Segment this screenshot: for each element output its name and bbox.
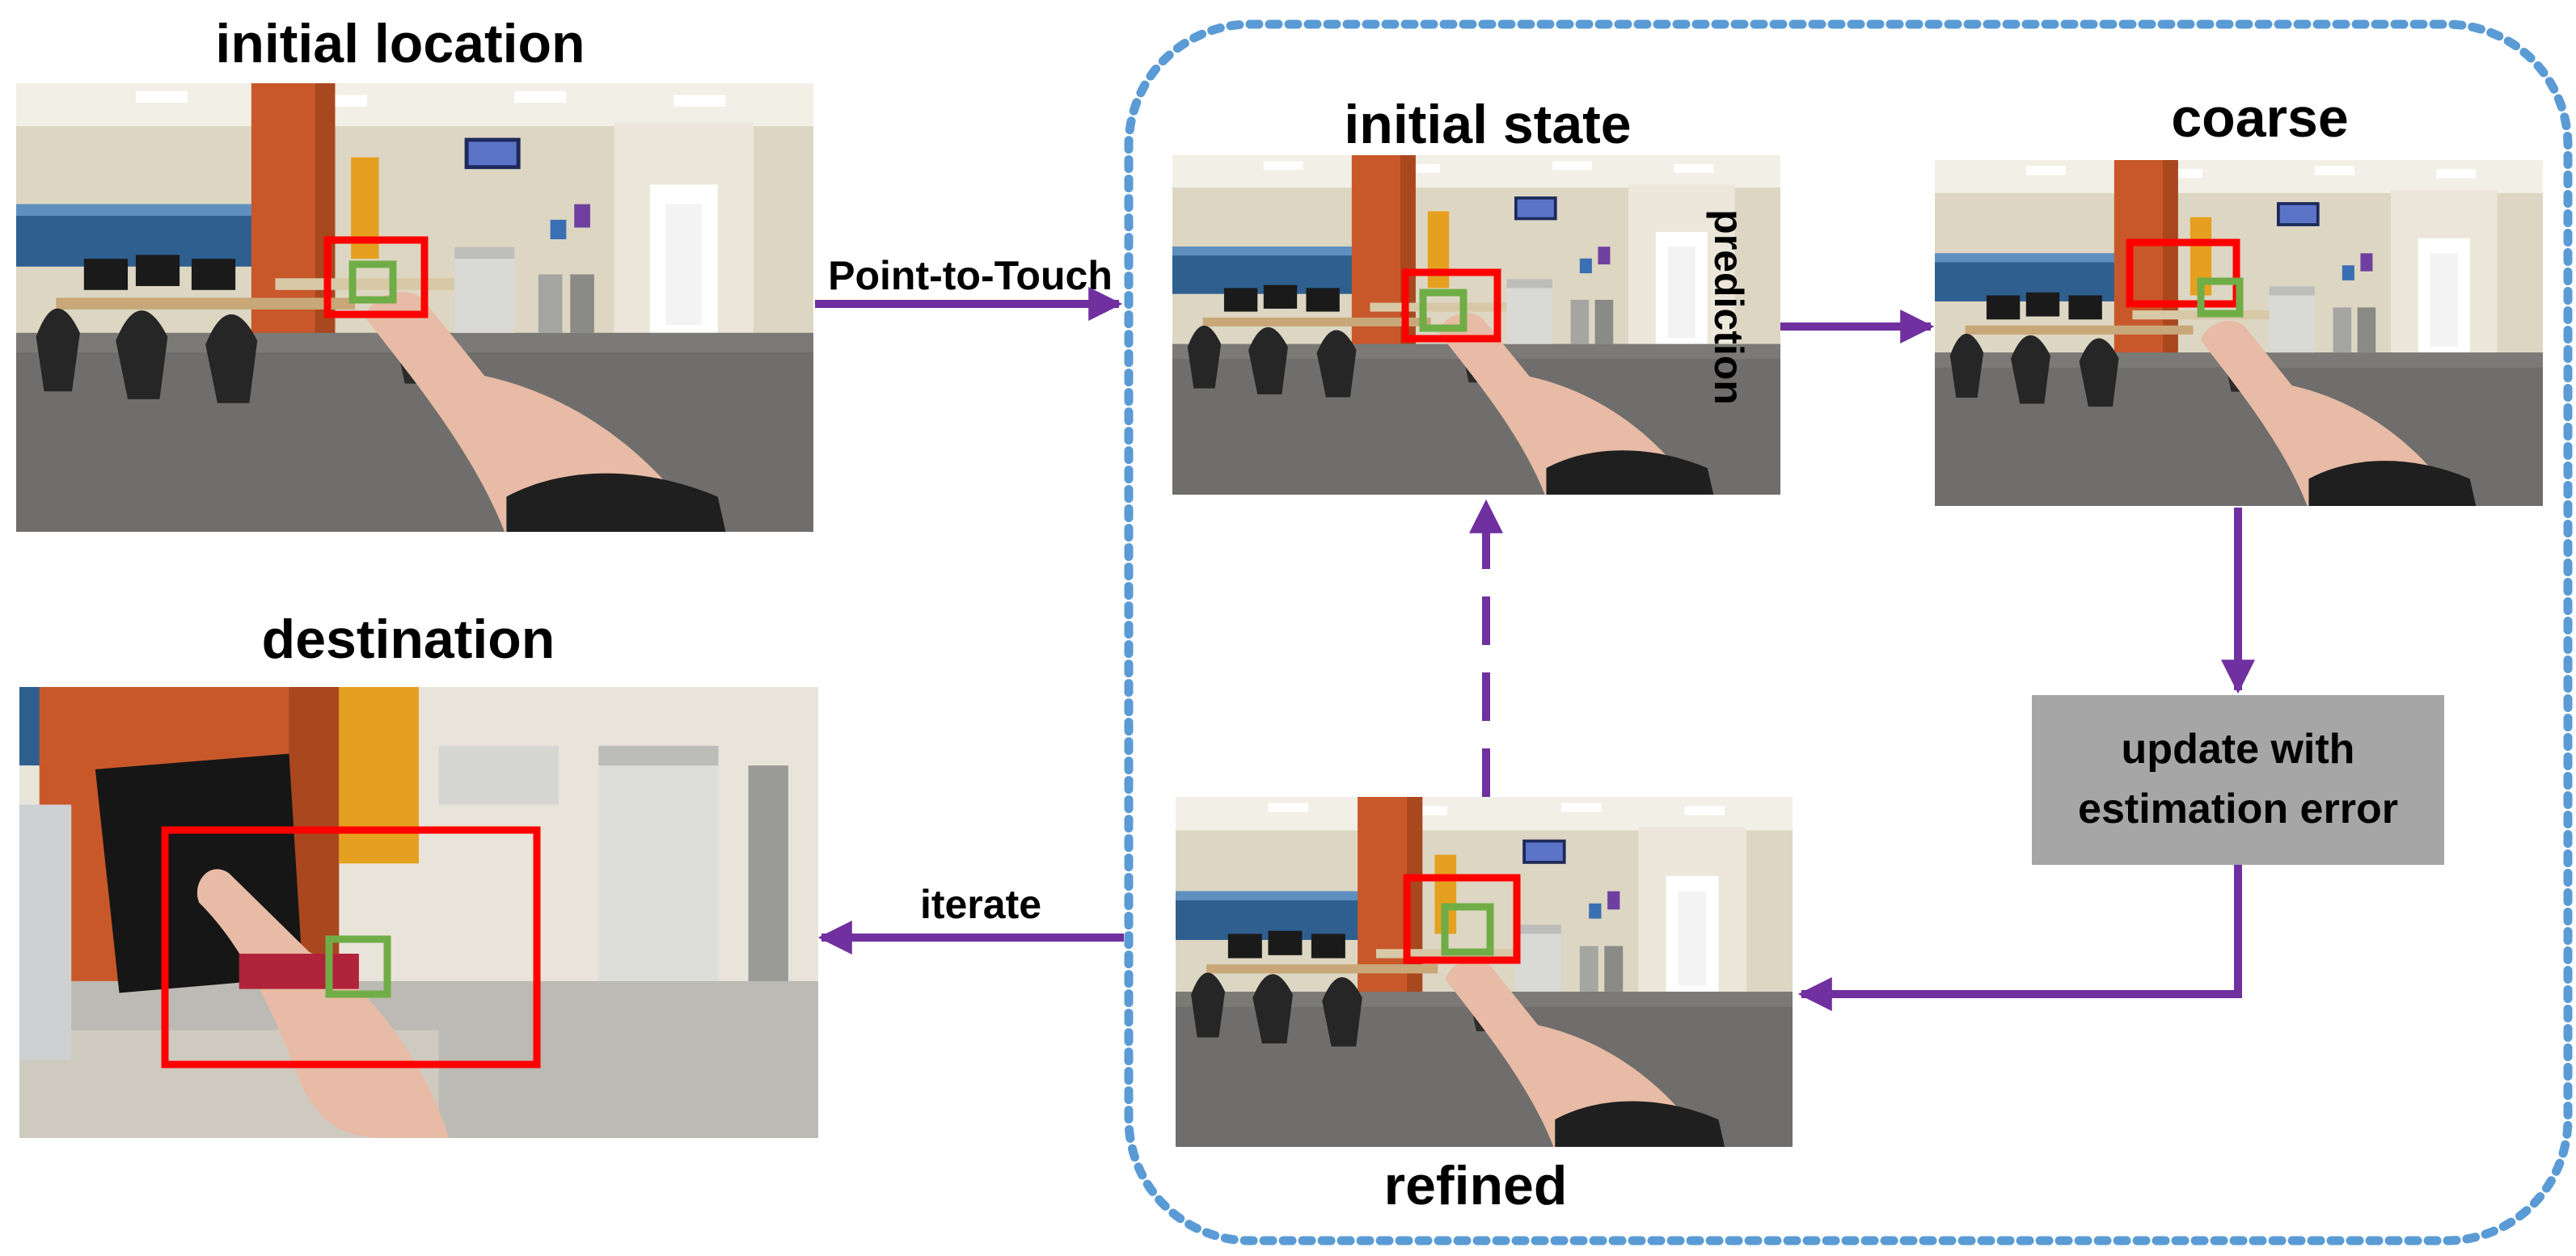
arrow-update-to-refined xyxy=(1797,865,2242,1011)
refined-photo xyxy=(1176,797,1793,1147)
arrow-label-point-to-touch: Point-to-Touch xyxy=(828,253,1113,298)
initial-state-photo xyxy=(1172,155,1780,495)
target-box-destination xyxy=(161,826,541,1068)
panel-title-initial-state: initial state xyxy=(1344,94,1632,155)
panel-title-coarse: coarse xyxy=(2171,87,2349,149)
target-box-initial-state xyxy=(1401,268,1501,343)
target-box-refined xyxy=(1403,874,1521,964)
finger-box-coarse xyxy=(2197,277,2244,318)
finger-box-refined xyxy=(1441,903,1494,956)
iteration-loop-border xyxy=(1124,19,2573,1245)
finger-box-initial-location xyxy=(348,260,397,304)
coarse-photo xyxy=(1935,160,2543,506)
target-box-initial-location xyxy=(323,236,429,318)
initial-location-photo xyxy=(16,83,813,532)
finger-box-destination xyxy=(325,935,391,998)
finger-box-initial-state xyxy=(1419,289,1467,332)
panel-title-refined: refined xyxy=(1383,1155,1568,1216)
target-box-coarse xyxy=(2126,238,2240,308)
update-with-estimation-error-box: update with estimation error xyxy=(2032,695,2444,865)
panel-title-destination: destination xyxy=(261,609,555,670)
update-box-text: update with estimation error xyxy=(2078,726,2398,832)
panel-title-initial-location: initial location xyxy=(215,13,585,74)
arrow-label-iterate: iterate xyxy=(919,882,1042,927)
